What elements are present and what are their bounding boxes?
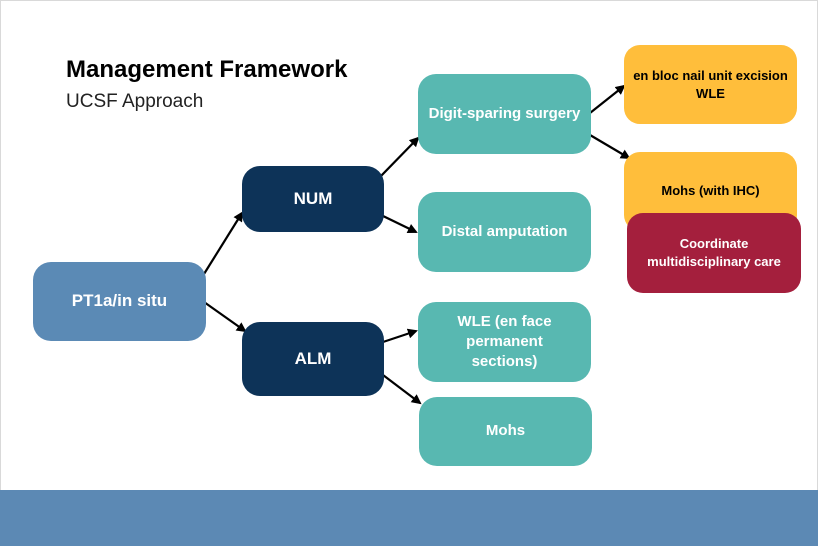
node-label: ALM [294,348,332,368]
arrow-num-to-distal [380,214,418,234]
node-label: en bloc nail unit excision WLE [633,67,788,101]
node-digit-sparing-surgery: Digit-sparing surgery [418,74,591,154]
node-label: Mohs (with IHC) [661,183,760,198]
node-label: NUM [293,188,333,208]
arrow-start-to-num [203,211,244,275]
node-num: NUM [242,166,384,232]
node-label: Coordinate multidisciplinary care [647,236,781,269]
node-distal-amputation: Distal amputation [418,192,591,272]
node-pt1a-in-situ: PT1a/in situ [33,262,206,341]
node-label: WLE (en face permanent sections) [457,312,552,371]
arrow-alm-to-wle [382,328,418,344]
page-title: Management Framework [66,56,348,83]
footer-band [0,490,818,546]
node-coordinate-care: Coordinate multidisciplinary care [627,213,801,293]
node-label: PT1a/in situ [71,291,168,311]
page-subtitle: UCSF Approach [66,91,204,112]
node-mohs: Mohs [419,397,592,466]
arrow-digit-to-enbloc [589,84,626,114]
node-label: Digit-sparing surgery [428,104,581,122]
arrow-start-to-alm [203,301,247,333]
arrow-digit-to-mohsihc [589,134,631,160]
node-label: Mohs [485,422,526,440]
node-wle-en-face: WLE (en face permanent sections) [418,302,591,382]
node-label: Distal amputation [441,222,568,240]
arrow-num-to-digit [380,136,420,177]
node-en-bloc-excision: en bloc nail unit excision WLE [624,45,797,124]
arrow-alm-to-mohs [382,374,422,405]
node-alm: ALM [242,322,384,396]
